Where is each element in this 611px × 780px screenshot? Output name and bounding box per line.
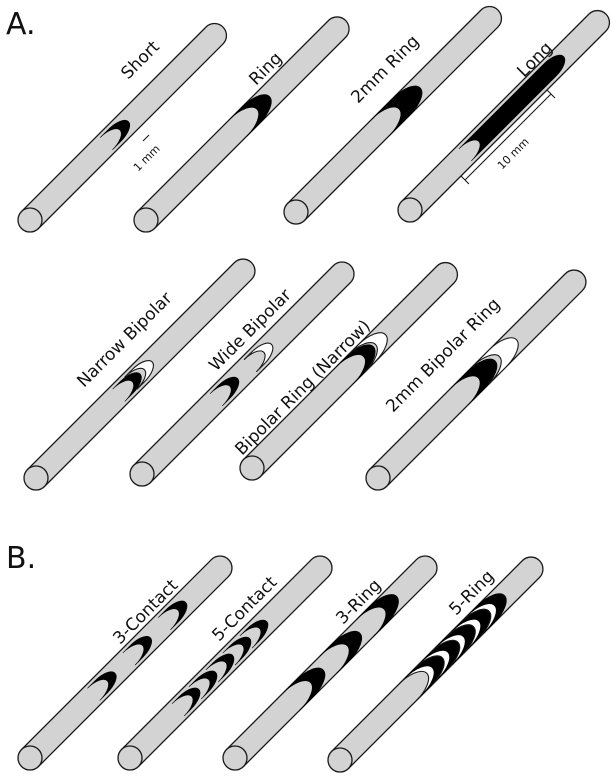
electrode-tip-short xyxy=(17,207,43,233)
electrode-shaft-narrow-bipolar xyxy=(26,258,256,488)
contact-band-short-0 xyxy=(100,119,131,150)
svg-text:1 mm: 1 mm xyxy=(131,142,163,174)
contact-band-five-contact-0 xyxy=(171,687,201,717)
contact-band-bipolar-ring-narrow-0 xyxy=(335,344,376,385)
electrode-tip-bipolar-ring-narrow xyxy=(239,455,265,481)
svg-text:10 mm: 10 mm xyxy=(495,135,532,172)
contact-band-three-contact-2 xyxy=(158,600,188,630)
electrode-shaft-three-contact xyxy=(20,555,233,768)
return-band-bipolar-ring-narrow-1 xyxy=(347,332,388,373)
contact-band-three-contact-0 xyxy=(87,671,117,701)
contact-band-bipolar-ring-2mm-0 xyxy=(450,358,498,406)
contact-band-wide-bipolar-0 xyxy=(209,376,240,407)
contact-band-five-contact-2 xyxy=(205,653,235,683)
electrode-tip-wide-bipolar xyxy=(129,461,155,487)
electrode-shaft-bipolar-ring-2mm xyxy=(368,269,587,488)
electrode-tip-bipolar-ring-2mm xyxy=(365,465,391,491)
return-band-bipolar-ring-2mm-1 xyxy=(471,337,519,385)
contact-band-three-contact-1 xyxy=(122,636,152,666)
electrode-shaft-wide-bipolar xyxy=(132,261,355,484)
electrode-tip-narrow-bipolar xyxy=(23,465,49,491)
contact-band-ring-0 xyxy=(229,94,272,137)
electrode-shaft-bipolar-ring-narrow xyxy=(242,261,459,478)
return-band-wide-bipolar-1 xyxy=(243,342,274,373)
contact-band-five-contact-4 xyxy=(239,619,269,649)
electrode-tip-ring xyxy=(133,207,159,233)
electrode-tip-five-contact xyxy=(117,745,143,771)
electrode-tip-ring-2mm xyxy=(283,199,309,225)
electrode-tip-three-ring xyxy=(222,745,248,771)
contact-band-long-0 xyxy=(458,54,566,162)
contact-band-three-ring-1 xyxy=(319,630,363,674)
contact-band-five-ring-9 xyxy=(467,593,507,633)
electrode-tip-three-contact xyxy=(17,745,43,771)
contact-band-narrow-bipolar-0 xyxy=(112,372,142,402)
electrode-tip-five-ring xyxy=(327,747,353,773)
contact-band-five-contact-1 xyxy=(188,670,218,700)
section-label-a: A. xyxy=(6,7,36,42)
contact-band-five-contact-3 xyxy=(222,636,252,666)
electrode-tip-long xyxy=(397,197,423,223)
contact-band-three-ring-2 xyxy=(356,594,399,637)
contact-band-ring-2mm-0 xyxy=(371,85,423,137)
electrode-shaft-ring-2mm xyxy=(286,5,503,222)
contact-band-three-ring-0 xyxy=(282,667,326,711)
return-band-narrow-bipolar-1 xyxy=(124,360,154,390)
section-label-b: B. xyxy=(6,541,36,576)
electrode-shaft-ring xyxy=(136,16,350,230)
one-mm-annotation: 1 mm xyxy=(131,134,163,174)
